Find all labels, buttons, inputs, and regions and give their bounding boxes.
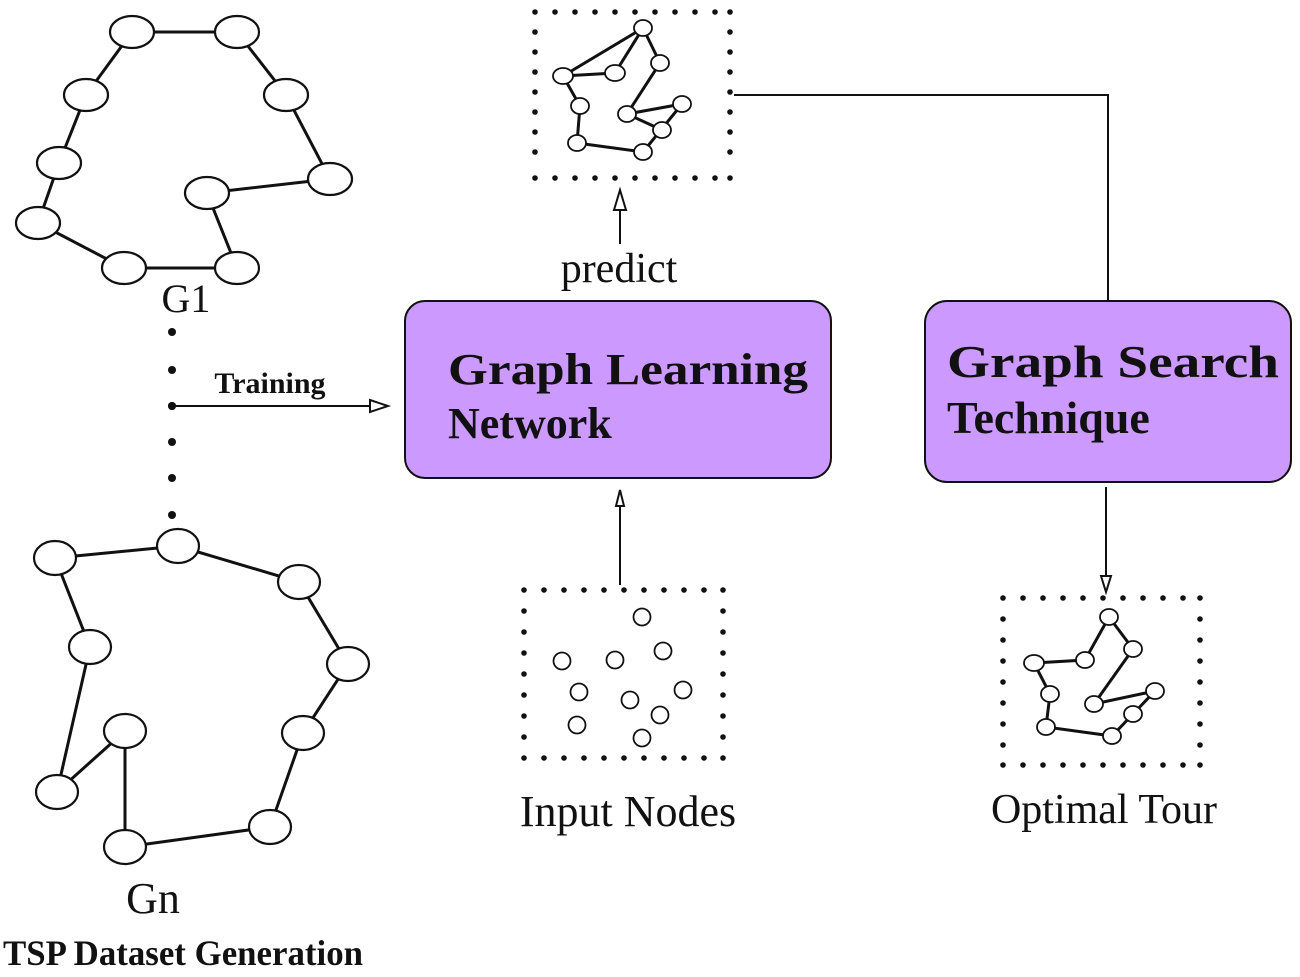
graph-gn: Gn — [32, 527, 371, 923]
graph-gn-label: Gn — [126, 874, 180, 923]
graph-node — [108, 14, 156, 50]
graph-node — [1102, 727, 1122, 745]
graph-node — [672, 95, 692, 113]
graph-g1-edges — [36, 30, 333, 270]
graph-node — [35, 145, 83, 181]
graph-node — [67, 628, 113, 666]
graph-node — [325, 645, 371, 683]
graph-node — [633, 143, 653, 161]
graph-learning-network-line1: Graph Learning — [448, 345, 808, 394]
graph-node — [567, 715, 587, 735]
graph-node — [652, 121, 672, 139]
graph-search-technique-line2: Technique — [947, 392, 1150, 443]
graph-node — [673, 680, 693, 700]
predicted-graph — [532, 9, 733, 181]
graph-node — [650, 705, 670, 725]
graph-node — [14, 205, 62, 241]
graph-node — [183, 175, 231, 211]
graph-node — [247, 808, 293, 846]
graph-node — [1036, 718, 1056, 736]
graph-node — [1040, 685, 1060, 703]
graph-node — [632, 728, 652, 748]
training-arrow — [168, 398, 392, 414]
dataset-generation-caption: TSP Dataset Generation — [3, 933, 363, 973]
graph-node — [1123, 705, 1143, 723]
graph-node — [620, 690, 640, 710]
optimal-tour-graph — [1000, 595, 1203, 768]
graph-node — [632, 607, 652, 627]
graph-learning-network-rect — [404, 300, 832, 479]
input-nodes-graph — [521, 587, 726, 761]
input-nodes-points — [552, 607, 693, 748]
graph-node — [276, 563, 322, 601]
graph-node — [567, 134, 587, 152]
graph-node — [605, 650, 625, 670]
optimal-tour-edges — [1032, 614, 1160, 738]
optimal-tour-frame — [1000, 595, 1203, 768]
graph-node — [552, 651, 572, 671]
training-label: Training — [214, 367, 325, 400]
input-nodes-label: Input Nodes — [520, 787, 736, 836]
graph-node — [604, 64, 626, 82]
graph-node — [1075, 651, 1095, 669]
graph-node — [213, 14, 261, 50]
graph-node — [262, 77, 310, 113]
input-nodes-frame — [521, 587, 726, 761]
graph-node — [34, 773, 80, 811]
graph-node — [280, 714, 326, 752]
graph-gn-nodes — [32, 527, 371, 866]
optimal-tour-nodes — [1023, 608, 1165, 745]
graph-node — [552, 67, 574, 85]
graph-learning-network-box: Graph Learning Network — [404, 300, 832, 479]
graph-node — [102, 828, 148, 866]
graph-g1-label: G1 — [162, 276, 211, 321]
graph-g1-nodes — [14, 14, 354, 286]
graph-node — [1023, 654, 1045, 672]
graph-node — [213, 250, 261, 286]
input-arrow — [614, 489, 626, 585]
optimal-tour-label: Optimal Tour — [991, 787, 1217, 833]
graph-node — [306, 161, 354, 197]
predict-label: predict — [561, 246, 678, 292]
graph-node — [1084, 695, 1104, 713]
predicted-graph-frame — [532, 9, 733, 181]
predicted-graph-nodes — [552, 19, 692, 161]
graph-search-technique-line1: Graph Search — [947, 336, 1279, 387]
graph-node — [650, 54, 670, 72]
graph-node — [653, 641, 673, 661]
graph-node — [155, 527, 201, 565]
graph-node — [569, 682, 589, 702]
graph-node — [1099, 608, 1119, 626]
graph-node — [633, 19, 653, 37]
graph-g1: G1 — [14, 14, 354, 321]
dataset-ellipsis — [168, 328, 176, 519]
output-arrow — [1099, 487, 1113, 596]
graph-learning-network-line2: Network — [448, 399, 612, 448]
graph-node — [62, 77, 110, 113]
graph-node — [1123, 640, 1143, 658]
graph-node — [1145, 682, 1165, 700]
graph-node — [570, 97, 590, 115]
graph-search-technique-box: Graph Search Technique — [924, 300, 1292, 483]
graph-node — [100, 250, 148, 286]
graph-node — [32, 539, 78, 577]
graph-node — [617, 105, 637, 123]
graph-node — [102, 712, 148, 750]
predict-arrow — [612, 186, 628, 244]
predicted-to-search-connector — [734, 94, 1109, 301]
